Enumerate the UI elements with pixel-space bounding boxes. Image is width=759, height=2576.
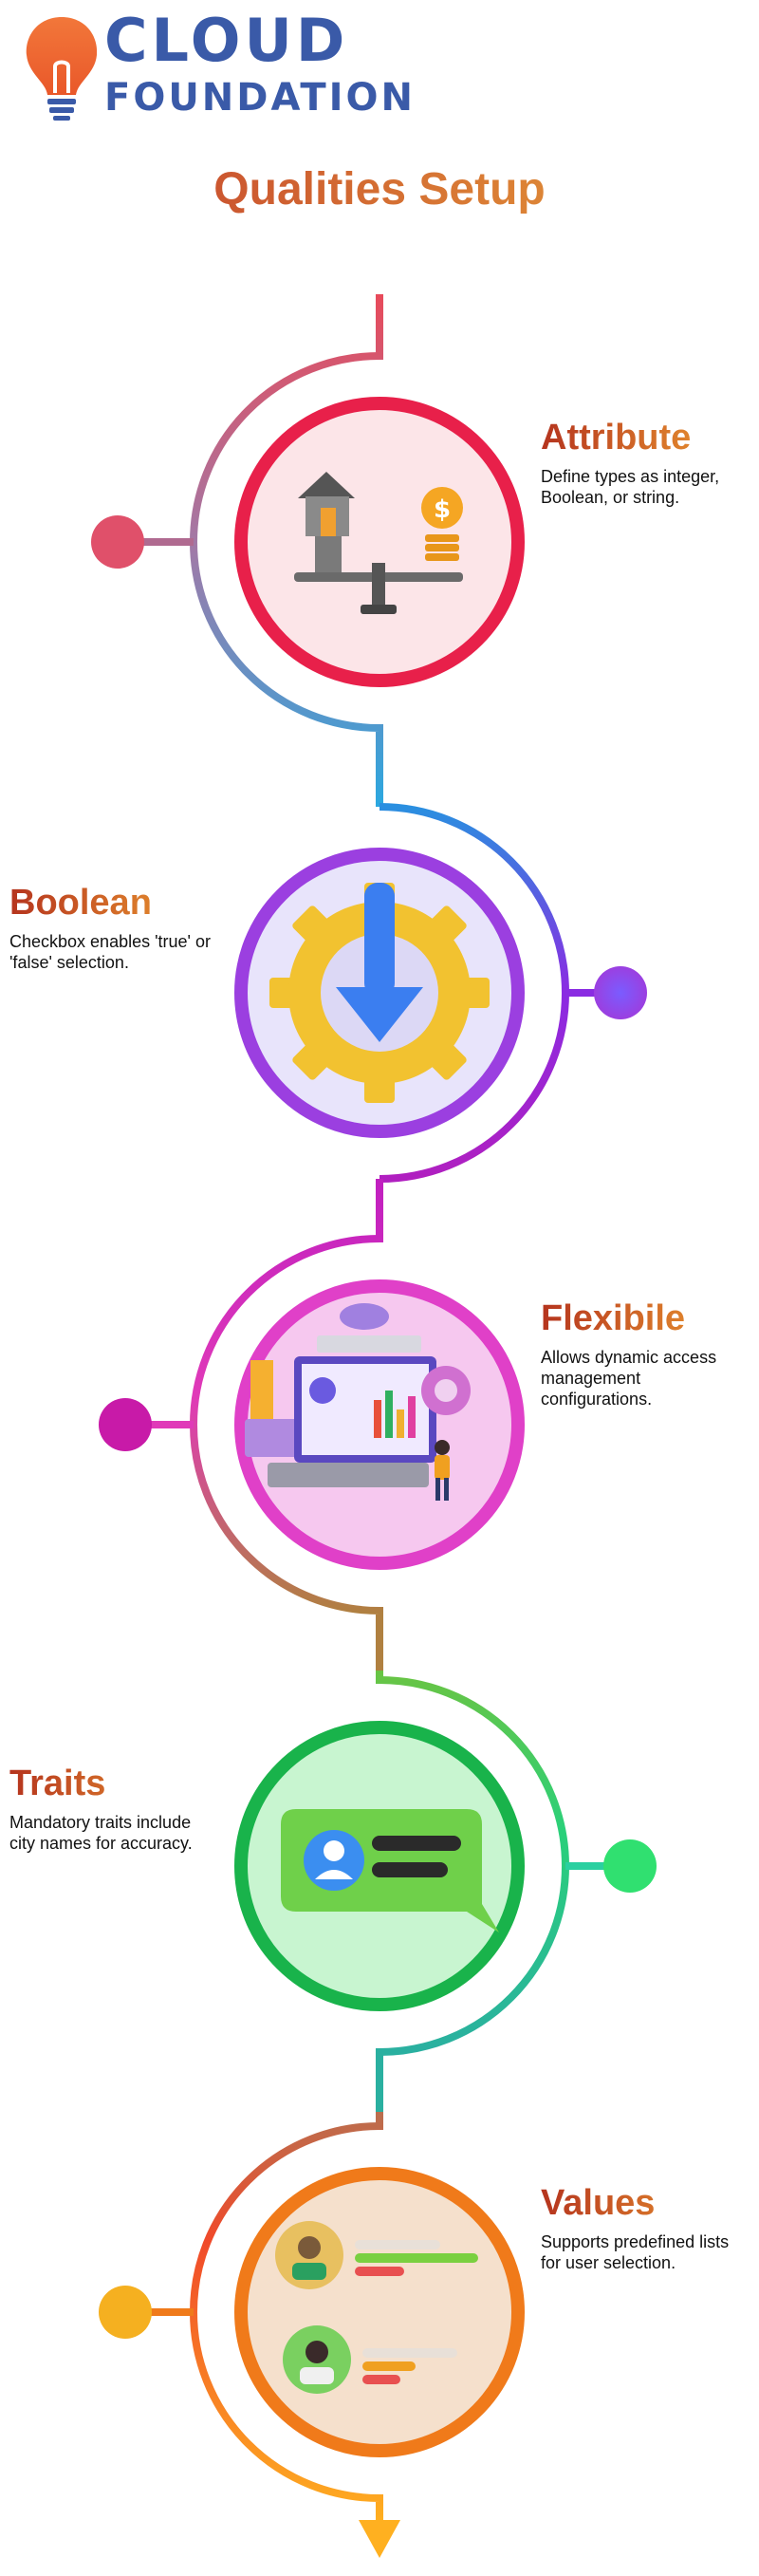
step-boolean: Boolean Checkbox enables 'true' or 'fals… [9,883,218,973]
step-description: Checkbox enables 'true' or 'false' selec… [9,932,211,972]
dashboard-laptop-icon [245,1303,471,1501]
step-description: Allows dynamic access management configu… [541,1348,717,1409]
node-dot-1 [91,515,144,569]
node-dot-3 [99,1398,152,1451]
node-dot-2 [594,966,647,1019]
contact-card-bubble-icon [281,1809,499,1932]
step-heading: Flexibile [541,1298,750,1339]
logo-text-foundation: FOUNDATION [104,76,416,120]
balance-scale-icon: $ [294,472,463,614]
step-flexibile: Flexibile Allows dynamic access manageme… [541,1298,750,1409]
step-description: Mandatory traits include city names for … [9,1813,193,1853]
boolean-circle [234,848,525,1138]
svg-text:$: $ [434,495,451,524]
attribute-circle: $ [234,397,525,687]
step-heading: Attribute [541,418,750,458]
lightbulb-logo-icon [26,17,98,121]
step-traits: Traits Mandatory traits include city nam… [9,1764,218,1854]
gear-download-icon [269,883,490,1103]
step-heading: Boolean [9,883,218,924]
step-values: Values Supports predefined lists for use… [541,2183,750,2273]
arrow-down-icon [359,2520,400,2558]
node-dot-5 [99,2286,152,2339]
step-description: Supports predefined lists for user selec… [541,2232,730,2272]
step-attribute: Attribute Define types as integer, Boole… [541,418,750,508]
page-title: Qualities Setup [0,163,759,215]
step-description: Define types as integer, Boolean, or str… [541,467,720,507]
traits-circle [234,1721,525,2011]
values-circle [234,2167,525,2457]
logo-text-cloud: CLOUD [104,6,349,75]
node-dot-4 [603,1839,657,1893]
step-heading: Traits [9,1764,218,1804]
flexibile-circle [234,1279,525,1570]
user-list-icon [275,2221,478,2394]
step-heading: Values [541,2183,750,2224]
